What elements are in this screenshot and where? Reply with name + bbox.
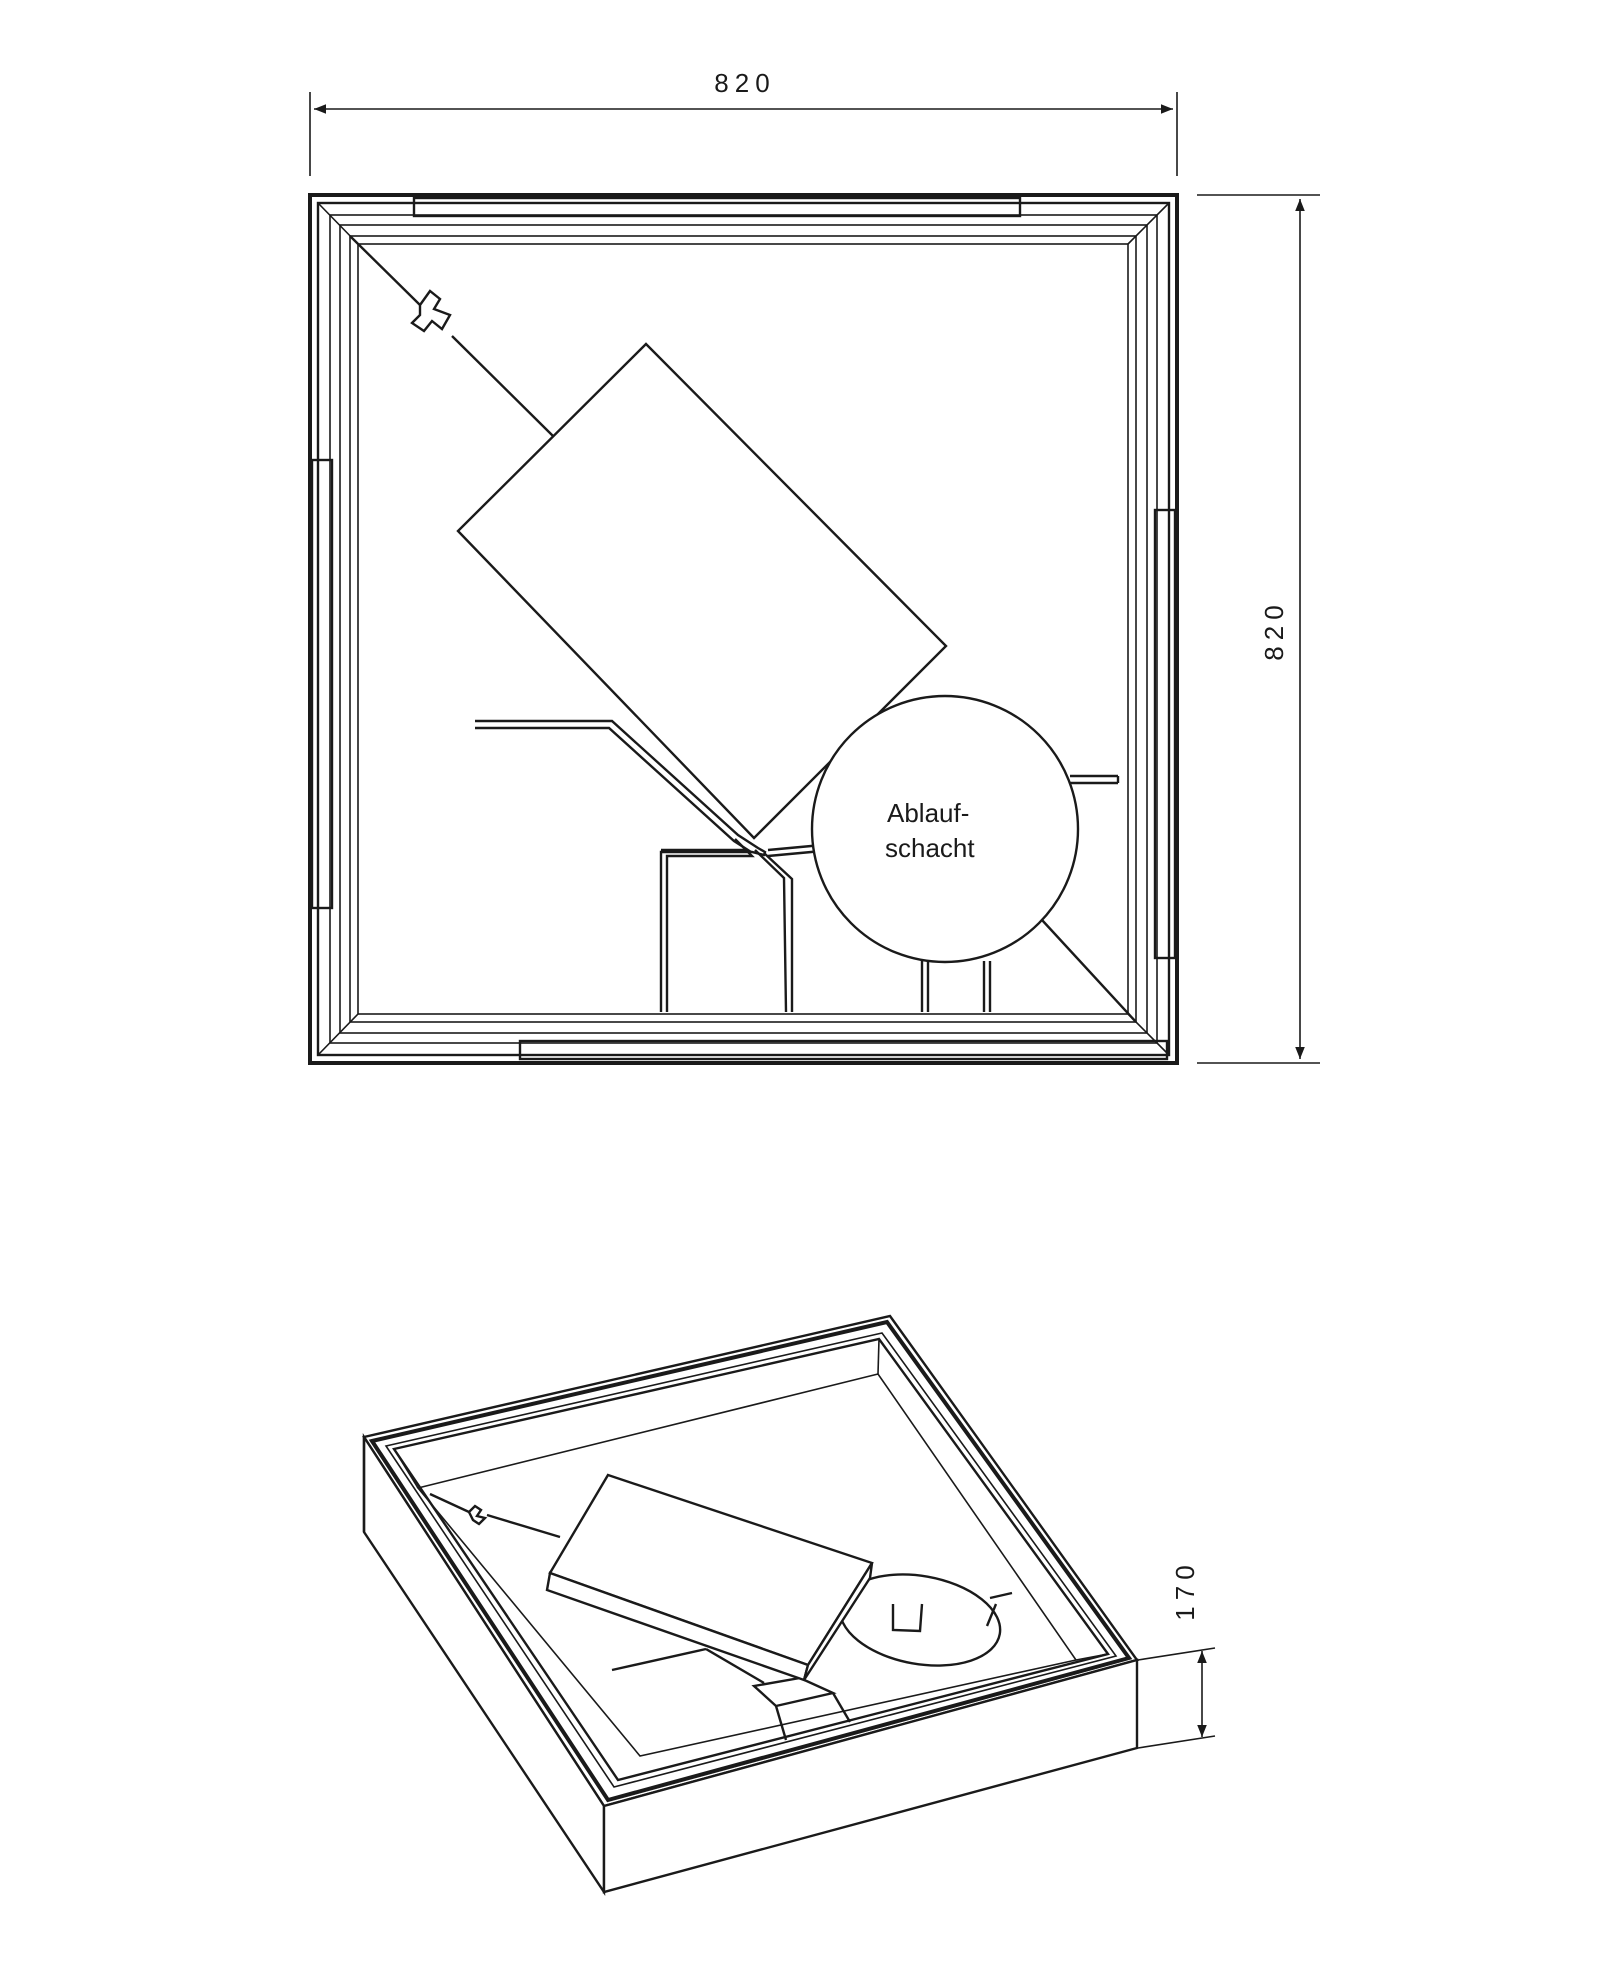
iso-cover-plate	[545, 1473, 874, 1682]
height-dimension-label: 170	[1170, 1559, 1200, 1620]
depth-dimension: 820	[1197, 194, 1320, 1064]
break-symbol-icon	[410, 289, 452, 333]
tray-outline	[308, 193, 1179, 1065]
depth-dimension-label: 820	[1259, 599, 1289, 660]
iso-break-symbol-icon	[467, 1504, 488, 1526]
top-view: 820 820	[308, 68, 1320, 1065]
isometric-view: 170	[362, 1314, 1216, 1896]
drain-shaft-label-line1: Ablauf-	[887, 798, 969, 828]
diagonal-centerline	[349, 235, 1137, 1023]
width-dimension-label: 820	[714, 68, 775, 98]
tray-rim	[368, 1319, 1133, 1803]
drain-shaft: Ablauf- schacht	[810, 694, 1080, 964]
drain-shaft-label-line2: schacht	[885, 833, 975, 863]
height-dimension: 170	[1137, 1559, 1216, 1749]
cover-plate	[456, 342, 948, 840]
iso-drain-channels	[429, 1492, 1013, 1741]
width-dimension: 820	[309, 68, 1178, 176]
drain-channels	[475, 719, 1120, 1013]
